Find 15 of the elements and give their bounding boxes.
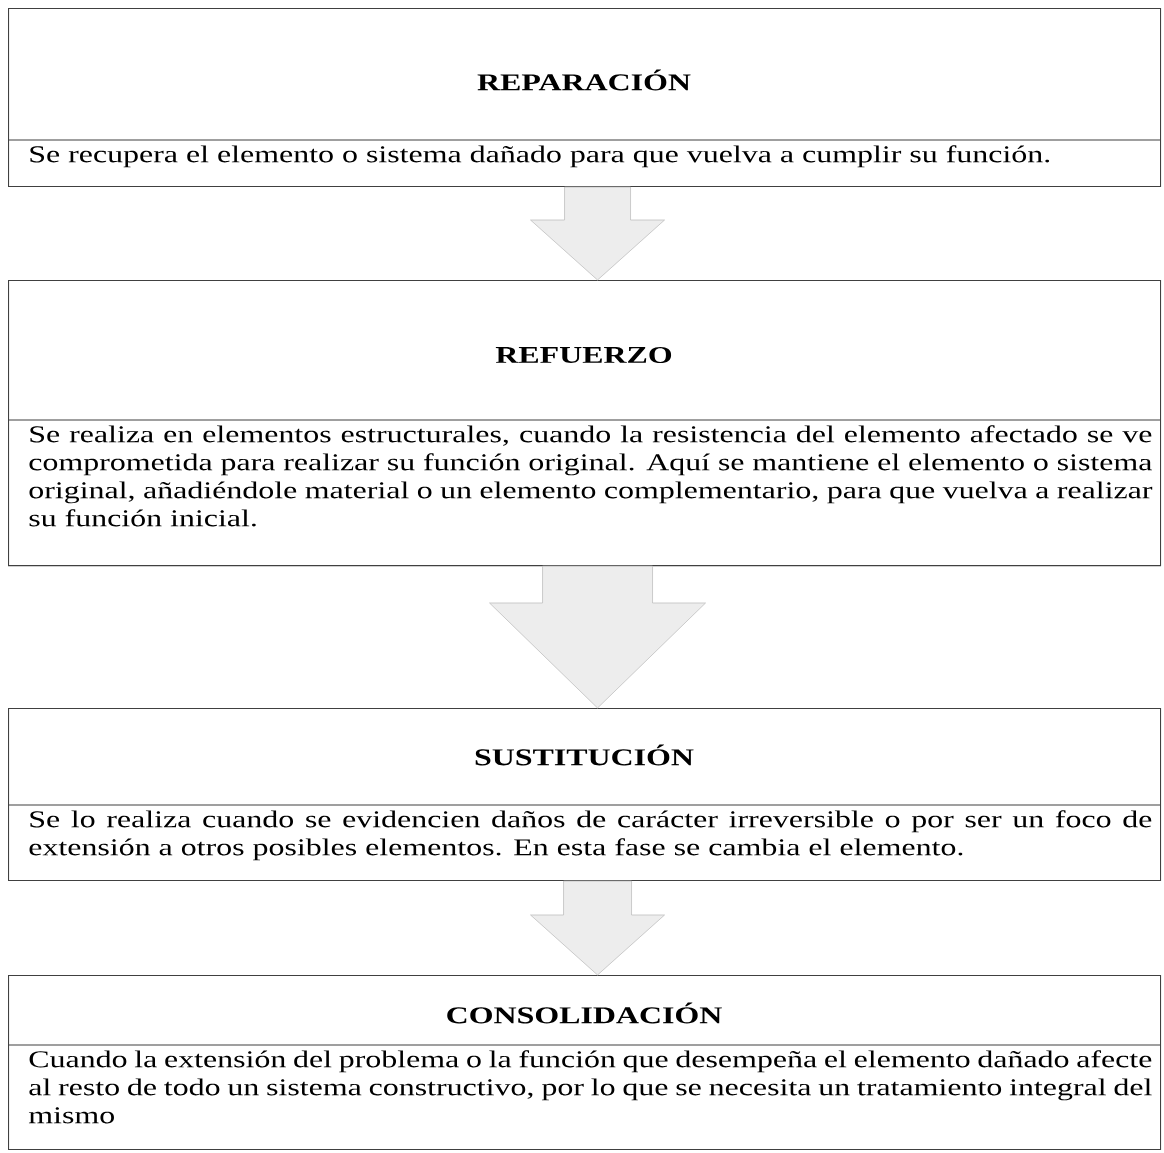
heading: SUSTITUCIÓN (475, 744, 694, 766)
heading: REFUERZO (495, 346, 672, 364)
step-box (7, 280, 1162, 567)
block-arrow (530, 186, 665, 281)
block-arrow (530, 880, 665, 976)
description-text: Se lo realiza cuando se evidencien daños de carácter irreversible o por ser un foco de extensión a otros posibles elementos. En esta fase se cambia el elemento. (29, 810, 1152, 861)
heading: REPARACIÓN (477, 69, 691, 91)
step-box (7, 8, 1162, 188)
heading: CONSOLIDACIÓN (447, 1002, 722, 1024)
description-text: Se recupera el elemento o sistema dañado para que vuelva a cumplir su función. (30, 145, 1050, 168)
block-arrow (489, 565, 706, 709)
description-text: Cuando la extensión del problema o la función que desempeña el elemento dañado afecte al resto de todo un sistema constructivo, por lo que se necesita un tratamiento integral del mismo (28, 1050, 1152, 1124)
step-box (7, 708, 1162, 882)
description-text: Se realiza en elementos estructurales, cuando la resistencia del elemento afectado se ve comprometida para realizar su función original. Aquí se mantiene el elemento o sistema original, añadiéndole material o un elemento complementario, para que vuelva a realizar su función inicial. (29, 425, 1153, 527)
step-box (7, 975, 1162, 1151)
